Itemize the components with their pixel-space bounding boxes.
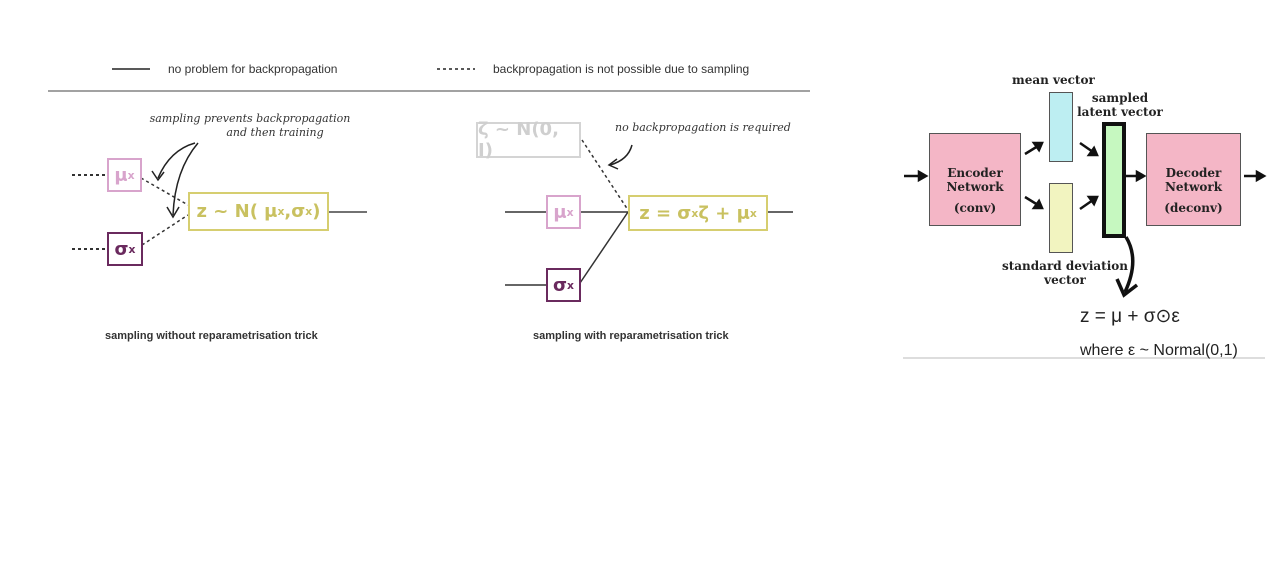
sigma-subscript: x [128,242,136,256]
mu-symbol: μ [114,164,128,186]
mean-vector-box [1049,92,1073,162]
decoder-label-1: Decoder [1165,166,1222,180]
right-caption: sampling with reparametrisation trick [533,330,729,342]
sampled-label-1: sampled [1091,91,1149,105]
encoder-label-1: Encoder [947,166,1003,180]
z-formula-sub1: x [691,206,699,220]
reparam-formula: z = μ + σ⊙ε [1080,306,1180,327]
z-formula-sub1: x [277,205,285,218]
encoder-label-2: Network [946,180,1004,194]
std-label-2: vector [1044,273,1086,287]
z-formula-prefix: z ~ N( μ [196,201,278,222]
sampled-label-2: latent vector [1077,105,1163,119]
z-formula-sub2: x [305,205,313,218]
sigma-symbol: σ [114,238,129,260]
decoder-label-2: Network [1164,180,1223,194]
decoder-label-3: (deconv) [1164,201,1223,215]
z-formula-sub2: x [749,206,757,220]
legend-solid-label: no problem for backpropagation [168,62,338,76]
annotation-line1: sampling prevents backpropagation [149,112,351,125]
encoder-label-3: (conv) [953,201,997,215]
sigma-symbol: σ [553,274,568,296]
sampled-latent-vector-box [1102,122,1126,238]
mu-symbol: μ [553,201,567,223]
std-vector-box [1049,183,1073,253]
zeta-box: ζ ~ N(0, I) [476,119,581,161]
sigma-subscript: x [567,278,574,292]
mu-subscript: x [127,168,135,182]
z-formula-mid: ,σ [284,201,306,222]
legend-dashed-label: backpropagation is not possible due to s… [493,62,750,76]
left-caption: sampling without reparametrisation trick [105,330,318,342]
std-label-1: standard deviation [1001,259,1129,273]
annotation-line2: and then training [226,126,324,139]
mu-subscript: x [566,205,574,219]
right-annotation: no backpropagation is required [615,121,791,134]
z-formula-prefix: z = σ [639,202,692,224]
epsilon-definition: where ε ~ Normal(0,1) [1080,342,1238,359]
mean-vector-label: mean vector [1012,73,1095,87]
z-formula-mid: ζ + μ [698,202,750,224]
z-formula-end: ) [312,201,321,222]
